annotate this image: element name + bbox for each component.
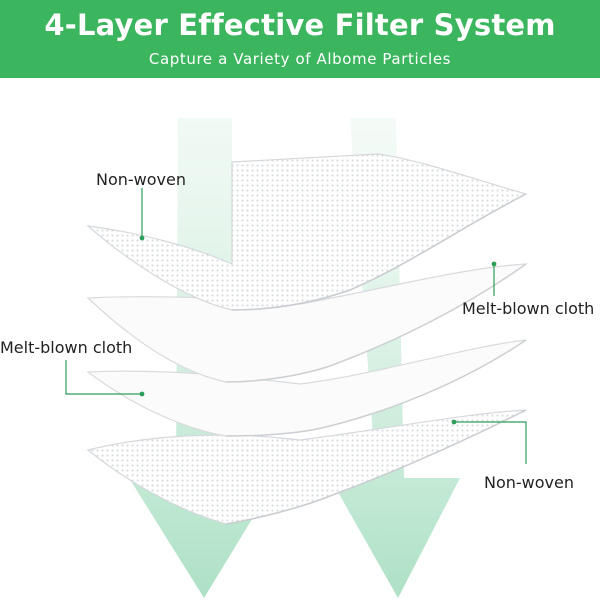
layer-label-bottom-nonwoven: Non-woven bbox=[484, 473, 574, 492]
leader-dot-bottom-nonwoven bbox=[451, 419, 457, 425]
leader-dot-right-meltblown bbox=[491, 261, 497, 267]
layer-label-right-meltblown: Melt-blown cloth bbox=[462, 299, 595, 318]
leader-line-left-meltblown bbox=[65, 360, 142, 395]
page-subtitle: Capture a Variety of Albome Particles bbox=[148, 50, 452, 68]
header-banner: 4-Layer Effective Filter System Capture … bbox=[0, 0, 600, 78]
leader-line-bottom-nonwoven bbox=[454, 421, 527, 464]
layer-label-top-nonwoven: Non-woven bbox=[96, 170, 186, 189]
layer-label-left-meltblown: Melt-blown cloth bbox=[0, 338, 133, 357]
filter-layers-illustration bbox=[65, 118, 529, 598]
page-title: 4-Layer Effective Filter System bbox=[44, 8, 556, 42]
leader-dot-top-nonwoven bbox=[139, 235, 145, 241]
leader-dot-left-meltblown bbox=[139, 391, 145, 397]
